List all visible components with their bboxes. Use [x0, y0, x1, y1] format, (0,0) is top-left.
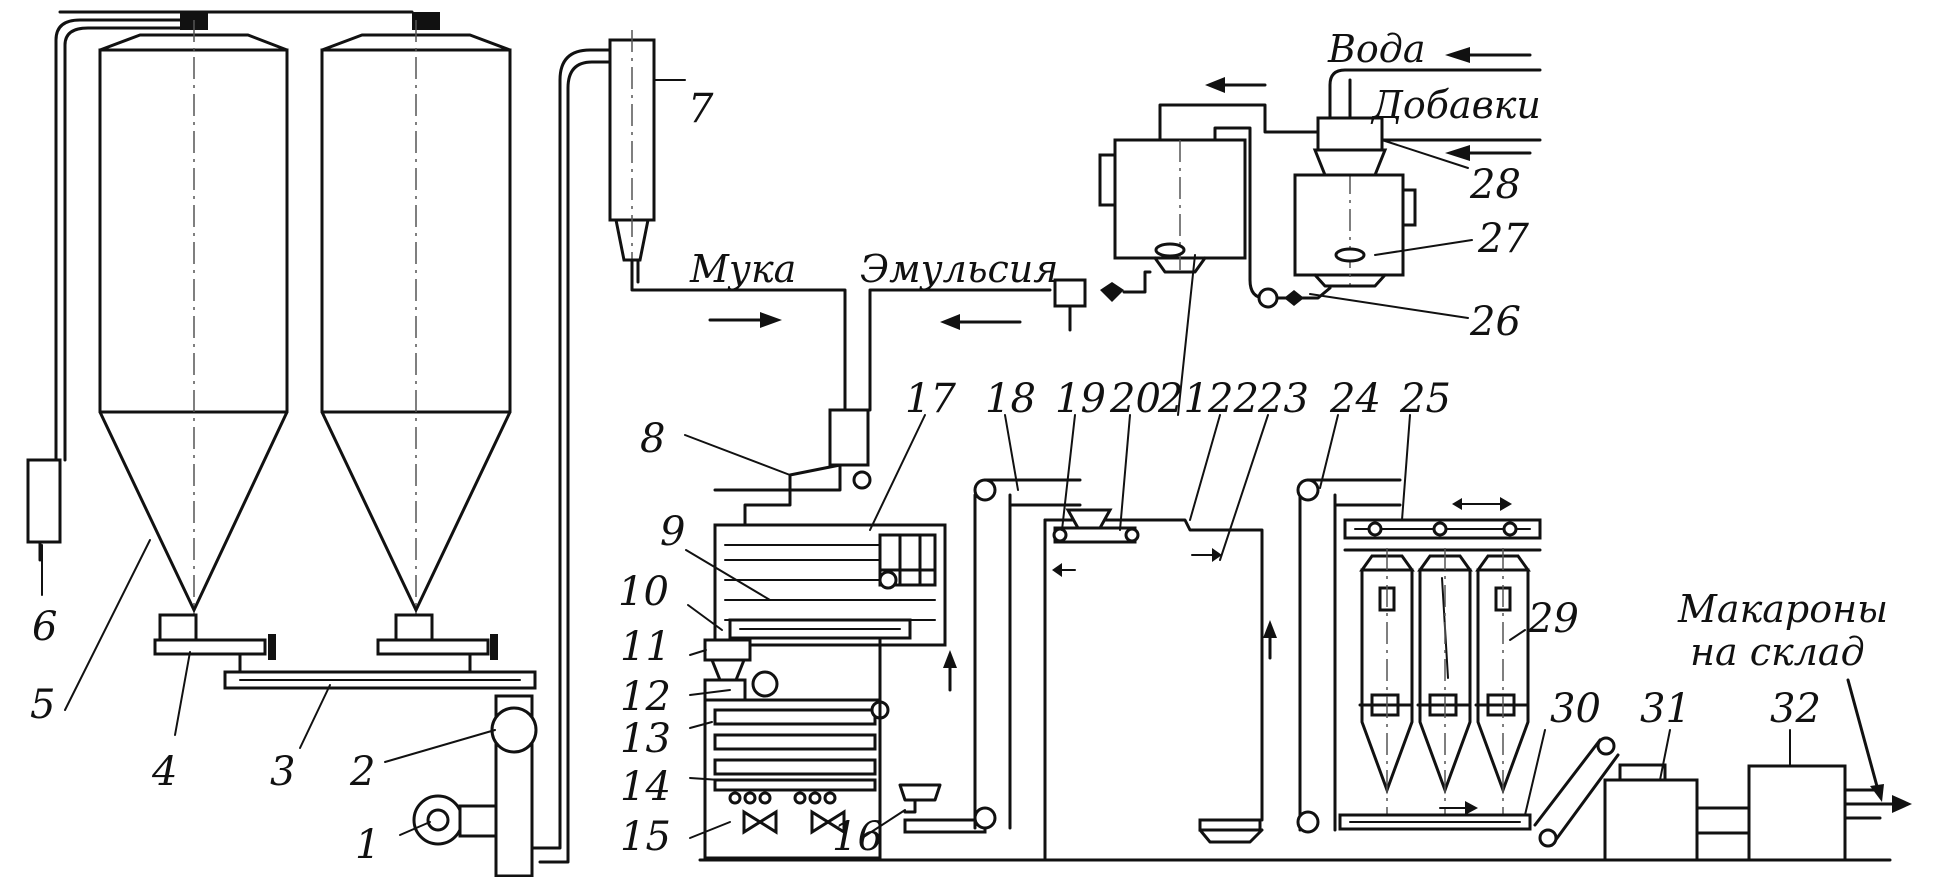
part-number-12: 12: [620, 674, 671, 720]
pneumatic-supply-pipe: [26, 10, 414, 562]
part-number-19: 19: [1055, 376, 1106, 422]
part-number-17: 17: [905, 376, 956, 422]
part-number-7: 7: [688, 86, 714, 132]
part-number-13: 13: [620, 716, 671, 762]
part-number-20: 20: [1109, 376, 1161, 422]
final-dryer: [1043, 508, 1277, 860]
part-number-25: 25: [1399, 376, 1451, 422]
part-number-21: 21: [1157, 376, 1209, 422]
pneumatic-feeder: [412, 48, 612, 877]
part-number-16: 16: [832, 814, 883, 860]
label-pasta-line2: на склад: [1690, 630, 1865, 674]
emulsion-pipe: [853, 270, 1152, 412]
part-number-6: 6: [32, 604, 57, 650]
storage-bins: [1343, 518, 1542, 830]
part-number-28: 28: [1469, 162, 1521, 208]
label-additives: Добавки: [1370, 83, 1541, 127]
part-number-3: 3: [270, 749, 295, 795]
part-number-1: 1: [355, 822, 380, 868]
part-number-14: 14: [620, 764, 671, 810]
part-number-31: 31: [1640, 686, 1691, 732]
part-number-29: 29: [1527, 596, 1579, 642]
part-number-24: 24: [1329, 376, 1381, 422]
part-number-2: 2: [349, 749, 375, 795]
flow-arrows: [708, 47, 1532, 330]
collecting-conveyor: [1338, 736, 1620, 848]
part-number-22: 22: [1207, 376, 1259, 422]
stream-labels: Вода Добавки Мука Эмульсия Макароны на с…: [689, 27, 1888, 674]
part-numbers: 1 2 3 4 5 6 7 8 9 10 11 12 13 14 15 16 1…: [30, 86, 1821, 868]
part-number-9: 9: [660, 509, 685, 555]
elevator-18: [898, 478, 1082, 834]
part-number-8: 8: [640, 416, 665, 462]
part-number-27: 27: [1477, 216, 1529, 262]
pasta-press: [703, 408, 947, 722]
label-flour: Мука: [689, 247, 796, 291]
part-number-5: 5: [30, 682, 55, 728]
part-number-18: 18: [985, 376, 1036, 422]
label-water: Вода: [1327, 27, 1426, 71]
label-pasta-line1: Макароны: [1677, 587, 1888, 631]
part-number-26: 26: [1469, 299, 1521, 345]
part-number-23: 23: [1257, 376, 1309, 422]
silo-right: [320, 12, 512, 645]
pre-dryer: [703, 638, 890, 860]
part-number-15: 15: [620, 814, 671, 860]
part-number-10: 10: [618, 569, 669, 615]
silo-left: [98, 12, 289, 645]
part-number-11: 11: [620, 624, 671, 670]
part-number-4: 4: [151, 749, 177, 795]
elevator-24: [1296, 478, 1512, 834]
screw-conveyors: [153, 634, 537, 690]
part-number-32: 32: [1770, 686, 1821, 732]
packaging-machines: [1603, 678, 1912, 862]
emulsion-tanks: [1098, 68, 1542, 309]
part-number-30: 30: [1550, 686, 1601, 732]
leader-lines: [41, 79, 1791, 839]
label-emulsion: Эмульсия: [860, 247, 1058, 291]
cyclone-separator: [608, 30, 847, 412]
